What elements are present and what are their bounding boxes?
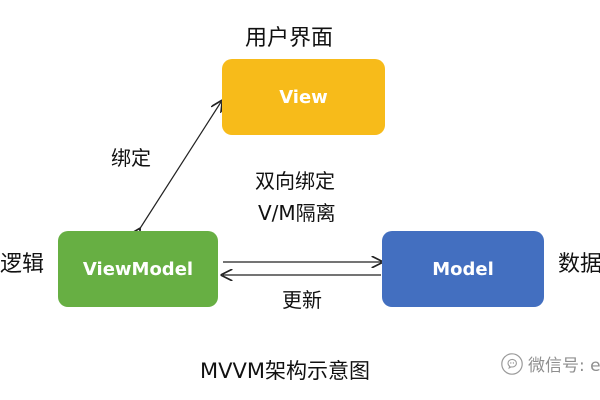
view-node-label: View — [279, 86, 328, 108]
logic-label: 逻辑 — [0, 252, 45, 277]
wechat-icon — [501, 353, 523, 375]
vm-isolation-label: V/M隔离 — [258, 201, 336, 225]
view-node: View — [222, 59, 385, 135]
model-node: Model — [382, 231, 544, 307]
view-viewmodel-connector — [139, 102, 221, 230]
user-interface-label: 用户界面 — [245, 26, 334, 51]
viewmodel-node: ViewModel — [58, 231, 218, 307]
two-way-binding-label: 双向绑定 — [255, 169, 335, 193]
watermark-text: 微信号: e — [528, 356, 600, 376]
viewmodel-node-label: ViewModel — [82, 258, 194, 280]
update-label: 更新 — [282, 288, 322, 312]
model-node-label: Model — [432, 258, 494, 280]
diagram-caption: MVVM架构示意图 — [200, 359, 370, 383]
binding-label: 绑定 — [111, 146, 151, 170]
data-label: 数据 — [558, 252, 600, 277]
